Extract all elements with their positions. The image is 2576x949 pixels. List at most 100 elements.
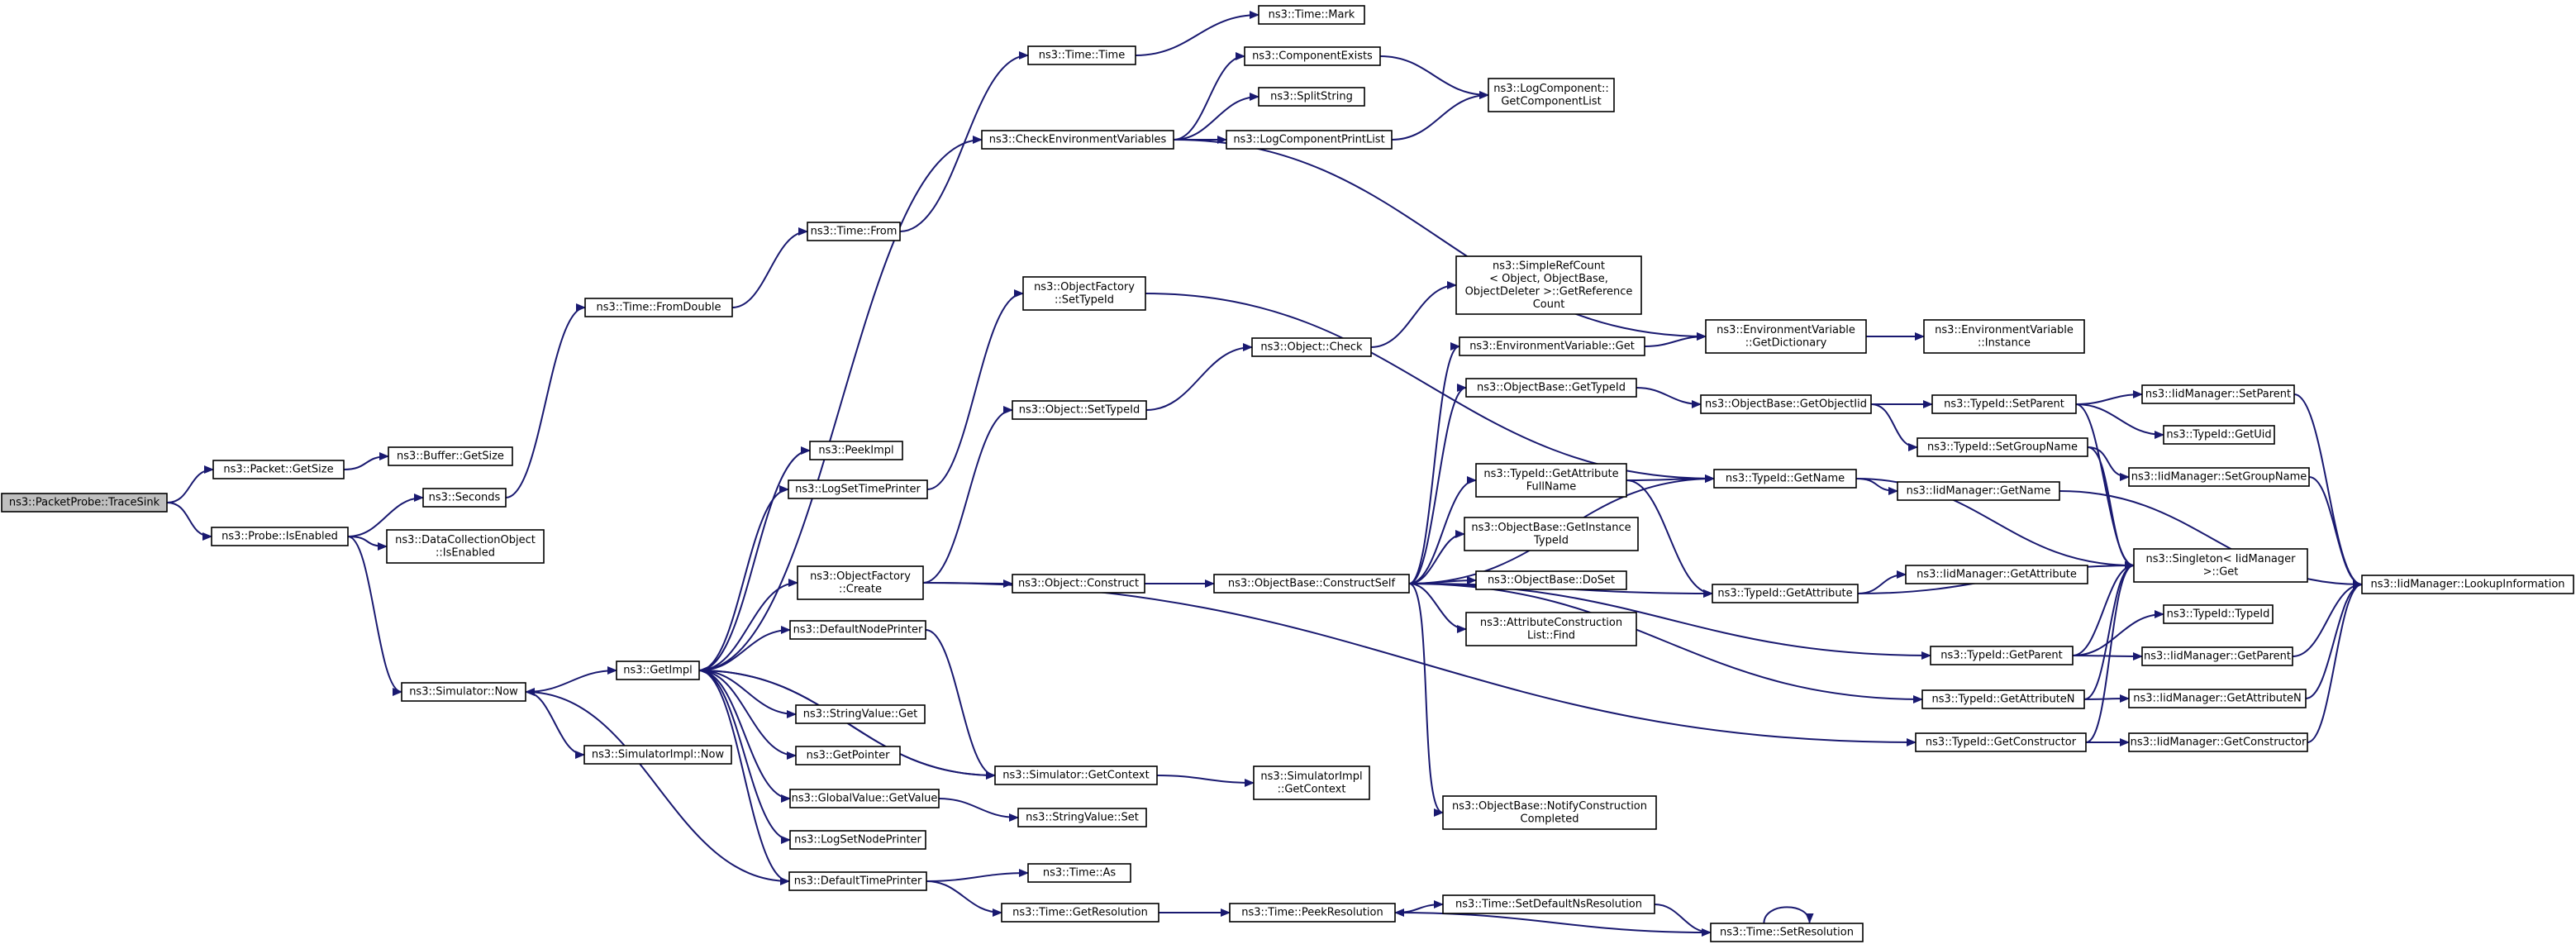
node-envvar-instance[interactable]: ns3::EnvironmentVariable::Instance [1923,319,2085,354]
node-defaulttimeprinter[interactable]: ns3::DefaultTimePrinter [788,871,927,891]
node-box [388,446,513,466]
node-ob-constructself[interactable]: ns3::ObjectBase::ConstructSelf [1213,574,1410,594]
node-ob-doset[interactable]: ns3::ObjectBase::DoSet [1475,570,1627,590]
node-probe-isenabled[interactable]: ns3::Probe::IsEnabled [211,527,349,546]
node-ob-notifyconstructioncompleted[interactable]: ns3::ObjectBase::NotifyConstructionCompl… [1442,795,1657,830]
node-label: ns3::TypeId::SetGroupName [1927,441,2078,454]
node-label: ns3::EnvironmentVariable [1717,324,1855,336]
node-getimpl[interactable]: ns3::GetImpl [616,660,700,680]
node-time-getresolution[interactable]: ns3::Time::GetResolution [1001,903,1159,923]
node-packet-getsize[interactable]: ns3::Packet::GetSize [212,460,345,479]
node-logcomponent-getlist[interactable]: ns3::LogComponent::GetComponentList [1488,78,1615,112]
edge-typeid-getattributefullname-to-typeid-getattribute [1626,479,1713,598]
node-typeid-getparent[interactable]: ns3::TypeId::GetParent [1930,646,2074,665]
node-time-as[interactable]: ns3::Time::As [1027,863,1131,883]
node-object-check[interactable]: ns3::Object::Check [1251,337,1372,357]
node-simplerefcount[interactable]: ns3::SimpleRefCount< Object, ObjectBase,… [1455,255,1642,315]
edge-time-setresolution-to-time-peekresolution [1394,908,1712,933]
node-typeid-getattribute[interactable]: ns3::TypeId::GetAttribute [1712,584,1859,603]
node-simimpl-now[interactable]: ns3::SimulatorImpl::Now [583,745,732,765]
node-envvar-get[interactable]: ns3::EnvironmentVariable::Get [1459,336,1645,356]
node-typeid-getattributen[interactable]: ns3::TypeId::GetAttributeN [1921,689,2085,709]
node-iidmanager-getattribute[interactable]: ns3::IidManager::GetAttribute [1905,565,2088,584]
edge-typeid-setparent-to-singleton-get [2075,403,2135,570]
node-dco-isenabled[interactable]: ns3::DataCollectionObject::IsEnabled [386,529,545,564]
node-stringvalue-set[interactable]: ns3::StringValue::Set [1017,808,1147,827]
node-ob-getobjectiid[interactable]: ns3::ObjectBase::GetObjectIid [1700,394,1872,414]
node-stringvalue-get[interactable]: ns3::StringValue::Get [795,704,926,724]
node-box [1465,612,1637,646]
edge-getimpl-to-stringvalue-get [698,670,797,718]
node-label: ns3::Object::Check [1260,341,1363,354]
node-getpointer[interactable]: ns3::GetPointer [795,746,901,765]
node-label: ns3::Time::From [811,226,898,238]
node-time-setresolution[interactable]: ns3::Time::SetResolution [1710,923,1864,942]
node-typeid-getname[interactable]: ns3::TypeId::GetName [1713,469,1857,489]
node-label: ns3::TypeId::SetParent [1944,398,2064,411]
node-globalvalue-getvalue[interactable]: ns3::GlobalValue::GetValue [789,789,940,808]
node-splitstring[interactable]: ns3::SplitString [1258,87,1365,107]
node-time-from[interactable]: ns3::Time::From [807,222,901,241]
node-box [1027,863,1131,883]
node-time-setdefaultnsresolution[interactable]: ns3::Time::SetDefaultNsResolution [1442,894,1655,914]
node-of-settypeid[interactable]: ns3::ObjectFactory::SetTypeId [1022,276,1146,311]
node-peekimpl[interactable]: ns3::PeekImpl [809,441,903,460]
node-box [386,529,545,564]
node-typeid-getconstructor[interactable]: ns3::TypeId::GetConstructor [1915,732,2087,752]
edge-time-setdefaultnsresolution-to-time-setresolution [1654,904,1712,937]
node-label: ns3::StringValue::Get [803,708,917,721]
node-iidmanager-getparent[interactable]: ns3::IidManager::GetParent [2141,646,2293,666]
node-envvar-getdictionary[interactable]: ns3::EnvironmentVariable::GetDictionary [1705,319,1867,354]
node-object-settypeid[interactable]: ns3::Object::SetTypeId [1012,400,1147,420]
node-box [1700,394,1872,414]
node-iidmanager-getname[interactable]: ns3::IidManager::GetName [1897,481,2060,501]
node-iidmanager-lookupinformation[interactable]: ns3::IidManager::LookupInformation [2361,575,2574,594]
node-iidmanager-getconstructor[interactable]: ns3::IidManager::GetConstructor [2128,732,2308,752]
node-seconds[interactable]: ns3::Seconds [422,488,507,508]
node-typeid-typeid[interactable]: ns3::TypeId::TypeId [2163,604,2274,624]
edge-typeid-setgroupname-to-iidmanager-setgroupname [2087,446,2130,481]
node-logsetnodeprinter[interactable]: ns3::LogSetNodePrinter [789,830,926,850]
edge-time-fromdouble-to-time-from [731,227,808,308]
edge-getimpl-to-getpointer [698,670,797,760]
node-componentexists[interactable]: ns3::ComponentExists [1244,46,1381,66]
node-time-peekresolution[interactable]: ns3::Time::PeekResolution [1229,903,1396,923]
node-label: ns3::SplitString [1270,91,1353,103]
node-sim-now[interactable]: ns3::Simulator::Now [401,682,526,702]
node-of-create[interactable]: ns3::ObjectFactory::Create [797,565,924,600]
edge-probe-isenabled-to-seconds [347,494,424,537]
node-label: ns3::IidManager::SetGroupName [2131,471,2307,484]
node-typeid-getuid[interactable]: ns3::TypeId::GetUid [2163,425,2275,445]
node-sim-getcontext[interactable]: ns3::Simulator::GetContext [994,765,1158,785]
node-logsettimeprinter[interactable]: ns3::LogSetTimePrinter [788,479,928,499]
node-label: ns3::Time::FromDouble [597,302,721,314]
edge-tracesink-to-probe-isenabled [166,502,212,541]
node-tracesink[interactable]: ns3::PacketProbe::TraceSink [1,493,168,513]
node-ob-gettypeid[interactable]: ns3::ObjectBase::GetTypeId [1465,378,1637,398]
node-checkenv[interactable]: ns3::CheckEnvironmentVariables [981,130,1174,150]
node-time-time[interactable]: ns3::Time::Time [1027,45,1136,65]
node-buffer-getsize[interactable]: ns3::Buffer::GetSize [388,446,513,466]
node-box [797,565,924,600]
node-label: ::GetDictionary [1745,336,1827,349]
node-label: ns3::StringValue::Set [1026,812,1139,824]
node-time-mark[interactable]: ns3::Time::Mark [1258,5,1365,25]
node-iidmanager-setgroupname[interactable]: ns3::IidManager::SetGroupName [2128,467,2310,487]
node-defaultnodeprinter[interactable]: ns3::DefaultNodePrinter [789,620,926,640]
node-singleton-get[interactable]: ns3::Singleton< IidManager >::Get [2133,548,2308,583]
edge-sim-now-to-simimpl-now [525,691,585,759]
node-iidmanager-getattributen[interactable]: ns3::IidManager::GetAttributeN [2128,689,2307,708]
node-iidmanager-setparent[interactable]: ns3::IidManager::SetParent [2141,384,2295,404]
node-object-construct[interactable]: ns3::Object::Construct [1012,574,1145,594]
node-time-fromdouble[interactable]: ns3::Time::FromDouble [584,298,733,317]
node-typeid-setgroupname[interactable]: ns3::TypeId::SetGroupName [1917,437,2088,457]
node-box [1226,130,1393,150]
node-label: ns3::ObjectFactory [1034,281,1135,293]
node-logcomponentprintlist[interactable]: ns3::LogComponentPrintList [1226,130,1393,150]
node-simimpl-getcontext[interactable]: ns3::SimulatorImpl::GetContext [1253,765,1370,800]
node-label: ns3::GlobalValue::GetValue [792,793,938,805]
node-typeid-setparent[interactable]: ns3::TypeId::SetParent [1931,394,2077,414]
